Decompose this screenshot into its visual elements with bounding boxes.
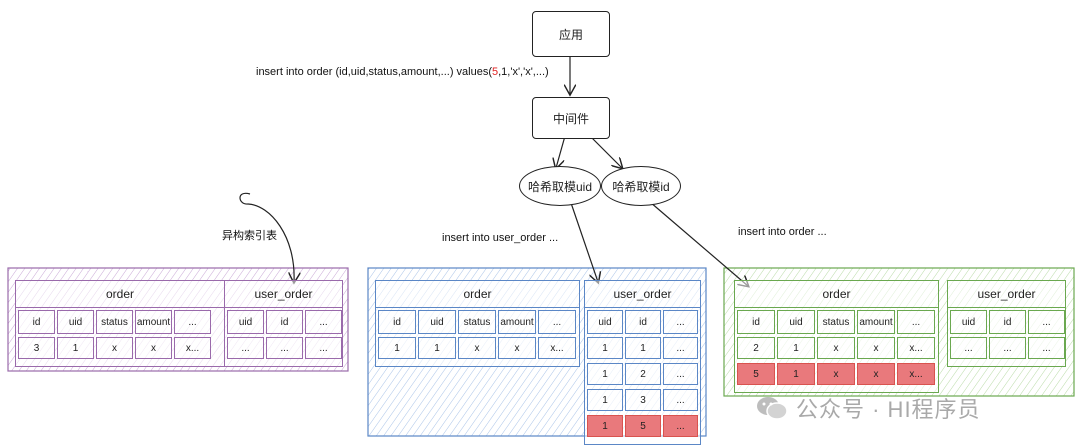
table-cell: x: [817, 363, 855, 385]
insert-main-highlight: 5: [492, 66, 499, 78]
table-header-cell: amount: [135, 310, 172, 334]
table-header-cell: uid: [418, 310, 456, 334]
table-cell: ...: [663, 363, 698, 385]
table-cell: ...: [663, 389, 698, 411]
table-header-cell: amount: [857, 310, 895, 334]
table-title: user_order: [585, 281, 700, 308]
table-cell: x...: [538, 337, 576, 359]
insert-main-label: insert into order (id,uid,status,amount,…: [256, 66, 549, 78]
watermark-text: 公众号 · HI程序员: [796, 397, 981, 422]
table-cell: 1: [587, 337, 623, 359]
table-cell: 1: [57, 337, 94, 359]
hash-id-label: 哈希取模id: [612, 179, 670, 194]
app-node-label: 应用: [558, 27, 583, 42]
table-title: order: [735, 281, 938, 308]
table-header-cell: id: [18, 310, 55, 334]
table-header-cell: uid: [777, 310, 815, 334]
insert-order-label: insert into order ...: [738, 226, 827, 238]
table-cell: 1: [418, 337, 456, 359]
table-header-cell: ...: [538, 310, 576, 334]
hash-uid-node: 哈希取模uid: [519, 166, 601, 206]
arrow-middleware-to-hash-uid: [556, 135, 566, 168]
insert-main-prefix: insert into order (id,uid,status,amount,…: [256, 66, 492, 78]
middleware-node: 中间件: [532, 97, 610, 139]
table-header-cell: id: [989, 310, 1026, 334]
table-cell: ...: [266, 337, 303, 359]
table-header-cell: ...: [174, 310, 211, 334]
arrow-hash-uid-to-blue: [569, 199, 598, 282]
table-header-cell: ...: [305, 310, 342, 334]
table-cell: 1: [378, 337, 416, 359]
table-cell: x: [857, 363, 895, 385]
hash-uid-label: 哈希取模uid: [527, 179, 592, 194]
table-cell: ...: [1028, 337, 1065, 359]
arrow-hash-id-to-green: [649, 201, 748, 286]
table-header-cell: amount: [498, 310, 536, 334]
table-cell: 3: [625, 389, 661, 411]
table-cell: 1: [587, 363, 623, 385]
table-cell: 1: [777, 363, 815, 385]
table-cell: 3: [18, 337, 55, 359]
arrow-middleware-to-hash-id: [589, 135, 622, 168]
table-cell: x...: [174, 337, 211, 359]
table-header-cell: id: [625, 310, 661, 334]
table-cell: ...: [950, 337, 987, 359]
table-title: order: [16, 281, 224, 308]
table-cell: x...: [897, 363, 935, 385]
arrow-async-index: [239, 192, 294, 282]
async-index-label: 异构索引表: [222, 230, 277, 242]
table-cell: 1: [587, 389, 623, 411]
middleware-node-label: 中间件: [552, 111, 589, 126]
table-cell: x: [135, 337, 172, 359]
table-header-cell: uid: [227, 310, 264, 334]
table-cell: 1: [587, 415, 623, 437]
table-cell: x: [96, 337, 133, 359]
table-cell: 1: [625, 337, 661, 359]
table-header-cell: status: [817, 310, 855, 334]
insert-user-order-label: insert into user_order ...: [442, 232, 559, 244]
table-cell: x...: [897, 337, 935, 359]
table-cell: 5: [625, 415, 661, 437]
table-cell: ...: [227, 337, 264, 359]
hash-id-node: 哈希取模id: [601, 166, 681, 206]
table-cell: ...: [989, 337, 1026, 359]
table-title: order: [376, 281, 579, 308]
table-header-cell: status: [96, 310, 133, 334]
table-cell: x: [857, 337, 895, 359]
table-title: user_order: [225, 281, 342, 308]
table-header-cell: status: [458, 310, 496, 334]
table-header-cell: ...: [897, 310, 935, 334]
table-header-cell: uid: [950, 310, 987, 334]
table-header-cell: uid: [57, 310, 94, 334]
table-cell: 2: [625, 363, 661, 385]
table-cell: ...: [663, 337, 698, 359]
table-cell: ...: [305, 337, 342, 359]
app-node: 应用: [532, 11, 610, 57]
table-header-cell: id: [266, 310, 303, 334]
table-cell: 2: [737, 337, 775, 359]
watermark: 公众号 · HI程序员: [756, 392, 981, 424]
table-cell: ...: [663, 415, 698, 437]
insert-main-suffix: ,1,'x','x',...): [498, 66, 549, 78]
table-header-cell: ...: [663, 310, 698, 334]
table-header-cell: ...: [1028, 310, 1065, 334]
table-header-cell: id: [737, 310, 775, 334]
table-cell: x: [498, 337, 536, 359]
table-header-cell: uid: [587, 310, 623, 334]
table-header-cell: id: [378, 310, 416, 334]
wechat-icon: [757, 397, 788, 420]
table-cell: x: [458, 337, 496, 359]
table-cell: 5: [737, 363, 775, 385]
table-title: user_order: [948, 281, 1065, 308]
table-cell: 1: [777, 337, 815, 359]
table-cell: x: [817, 337, 855, 359]
